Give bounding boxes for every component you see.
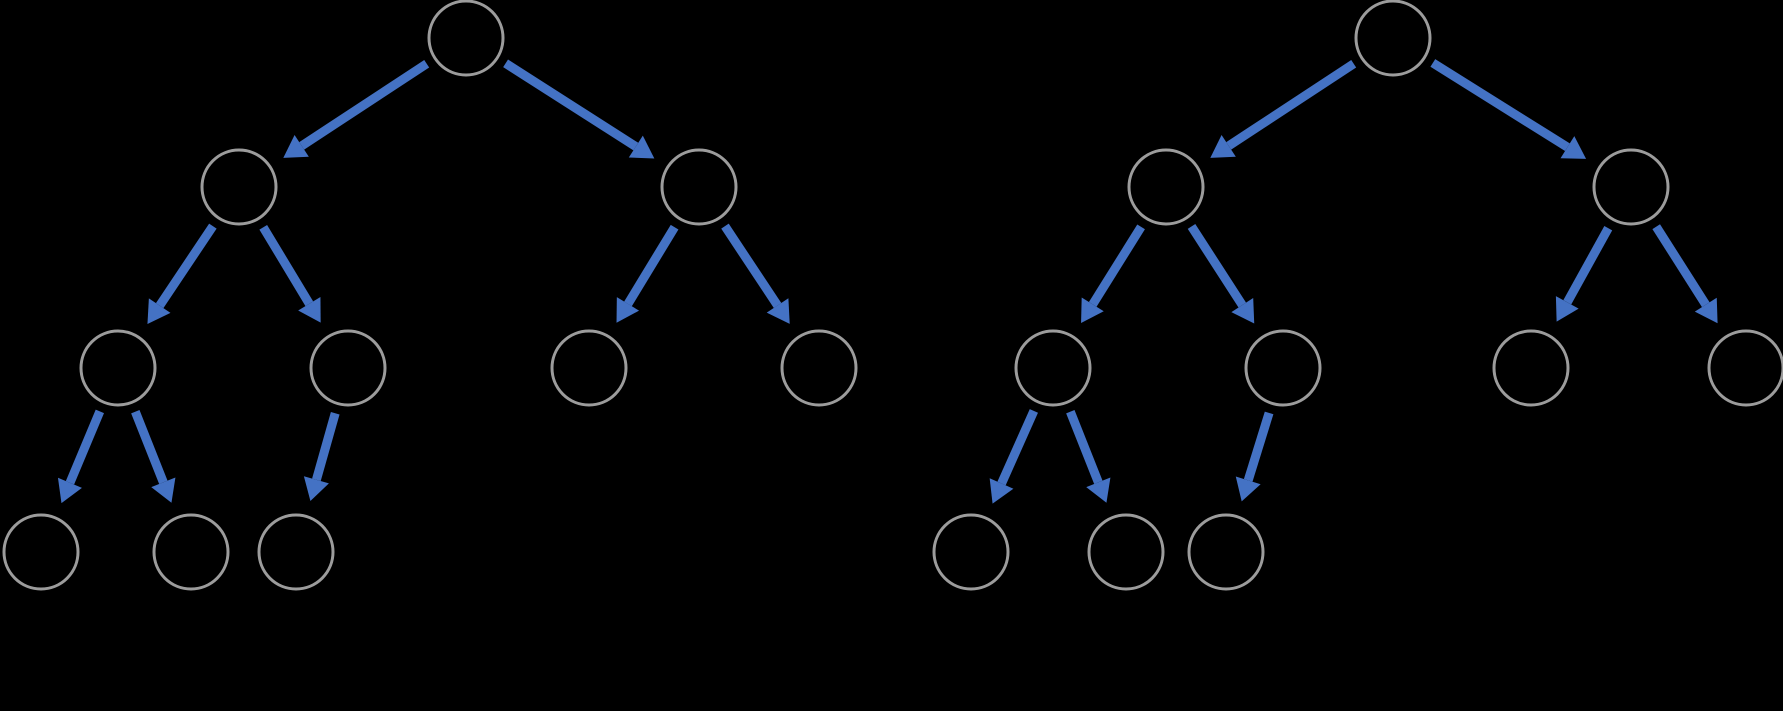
edge-arrow-shaft	[1243, 411, 1274, 482]
left-tree-node-l	[200, 148, 278, 226]
right-tree-node-r	[1592, 148, 1670, 226]
left-tree-edge-r-rr	[721, 223, 790, 324]
right-tree-node-root	[1354, 0, 1432, 77]
left-tree-edge-ll-llr	[131, 410, 176, 503]
right-tree-edge-root-r	[1430, 59, 1587, 159]
edge-arrow-head	[1235, 476, 1261, 502]
edge-arrow-head	[298, 297, 321, 323]
right-tree-edge-ll-lll	[989, 409, 1038, 504]
left-tree-node-lll	[2, 513, 80, 591]
edge-arrow-shaft	[1430, 59, 1570, 152]
left-tree-node-lrl	[257, 513, 335, 591]
edge-arrow-head	[57, 477, 82, 504]
edge-arrow-shaft	[65, 409, 105, 485]
left-tree-node-lr	[309, 329, 387, 407]
right-tree-edge-lr-lrl	[1235, 411, 1274, 502]
edge-arrow-head	[1081, 297, 1104, 324]
edge-arrow-head	[1555, 296, 1579, 322]
left-tree-edge-root-r	[503, 59, 655, 159]
left-tree-node-rl	[550, 329, 628, 407]
edge-arrow-head	[1210, 134, 1236, 158]
edge-arrow-shaft	[312, 412, 340, 482]
left-tree-node-ll	[79, 329, 157, 407]
right-tree-edge-root-l	[1210, 60, 1357, 158]
edge-arrow-head	[616, 297, 640, 323]
left-tree-node-rr	[780, 329, 858, 407]
edge-arrow-head	[1694, 297, 1718, 324]
edge-arrow-head	[147, 298, 171, 324]
edge-arrow-shaft	[1066, 410, 1103, 484]
right-tree-node-lr	[1244, 329, 1322, 407]
edge-arrow-head	[1231, 297, 1255, 324]
edge-arrow-head	[766, 298, 790, 324]
edge-arrow-head	[1086, 477, 1111, 503]
right-tree-node-lrl	[1187, 513, 1265, 591]
edge-arrow-shaft	[131, 410, 168, 484]
edge-arrow-shaft	[503, 59, 639, 151]
edge-arrow-shaft	[721, 223, 782, 308]
edge-arrow-shaft	[997, 409, 1038, 486]
right-tree-edge-ll-llr	[1066, 410, 1111, 503]
right-tree-node-l	[1127, 148, 1205, 226]
edge-arrow-shaft	[1563, 225, 1613, 305]
edge-arrow-shaft	[624, 224, 679, 307]
right-tree-edge-l-lr	[1187, 224, 1255, 324]
left-tree	[2, 0, 858, 591]
right-tree-node-ll	[1014, 329, 1092, 407]
left-tree-node-llr	[152, 513, 230, 591]
edge-arrow-head	[989, 478, 1014, 504]
edge-arrow-head	[628, 135, 655, 159]
right-tree-edge-l-ll	[1081, 224, 1145, 324]
edge-arrow-head	[303, 476, 329, 501]
left-tree-node-r	[660, 148, 738, 226]
left-tree-edge-l-lr	[259, 224, 321, 323]
edge-arrow-shaft	[299, 60, 430, 150]
right-tree	[932, 0, 1783, 591]
edge-arrow-shaft	[1187, 224, 1247, 308]
left-tree-edge-r-rl	[616, 224, 679, 323]
right-tree-edge-r-rr	[1652, 224, 1718, 324]
edge-arrow-shaft	[155, 223, 217, 309]
edge-arrow-shaft	[1652, 224, 1710, 308]
right-tree-node-llr	[1087, 513, 1165, 591]
right-tree-edge-r-rl	[1555, 225, 1613, 322]
left-tree-edge-lr-lrl	[303, 412, 340, 501]
edge-arrow-head	[283, 134, 309, 158]
right-tree-node-rl	[1492, 329, 1570, 407]
right-tree-node-rr	[1707, 329, 1783, 407]
edge-arrow-shaft	[1226, 60, 1357, 150]
left-tree-edge-root-l	[283, 60, 430, 158]
right-tree-node-lll	[932, 513, 1010, 591]
left-tree-edge-ll-lll	[57, 409, 105, 504]
edge-arrow-head	[1560, 136, 1587, 159]
left-tree-edge-l-ll	[147, 223, 217, 324]
edge-arrow-shaft	[259, 224, 314, 307]
edge-arrow-shaft	[1088, 224, 1145, 307]
edge-arrow-head	[151, 477, 176, 503]
left-tree-node-root	[427, 0, 505, 77]
